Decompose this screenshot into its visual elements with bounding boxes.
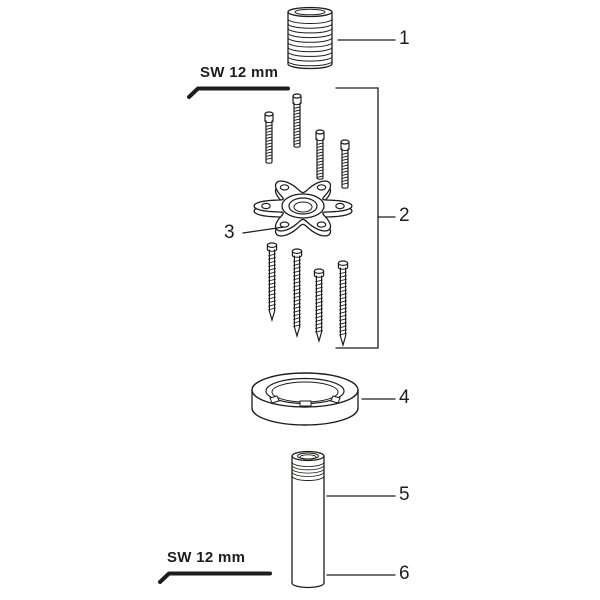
callout-6: 6 xyxy=(399,563,410,584)
callout-4: 4 xyxy=(399,387,410,408)
part-4-escutcheon-icon xyxy=(251,372,359,426)
callout-5: 5 xyxy=(399,484,410,505)
part-1-ribbed-connector-icon xyxy=(287,6,333,70)
callout-1: 1 xyxy=(399,28,410,49)
mounting-bolts-icon xyxy=(264,93,350,189)
allen-key-icon xyxy=(158,86,290,584)
part-3-mounting-flange-icon xyxy=(253,180,353,237)
part-5-arm-tube-icon xyxy=(291,450,325,589)
wood-screws-icon xyxy=(266,242,349,348)
callout-3: 3 xyxy=(224,222,235,243)
wrench-size-label-top: SW 12 mm xyxy=(200,64,279,81)
leader-lines xyxy=(242,39,396,576)
wrench-size-label-bottom: SW 12 mm xyxy=(167,549,246,566)
callout-2: 2 xyxy=(399,205,410,226)
